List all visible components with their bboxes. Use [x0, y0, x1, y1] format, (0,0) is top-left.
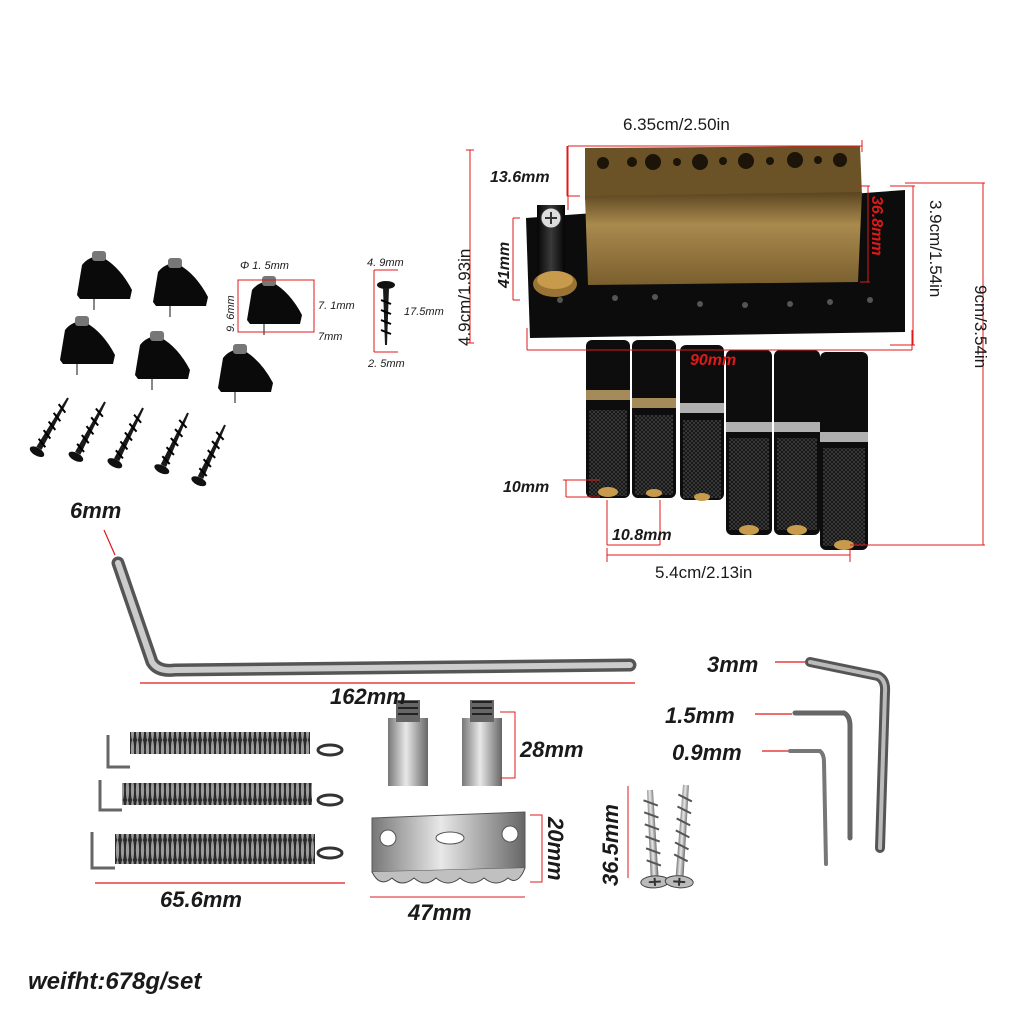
wood-screw-label: 36.5mm: [598, 804, 623, 886]
saddles: [586, 340, 868, 550]
cap-width-label: 7. 1mm: [318, 300, 355, 312]
right-outer-label: 9cm/3.54in: [971, 285, 990, 369]
weight-label: weifht:678g/set: [28, 968, 202, 995]
arm-diameter-label: 6mm: [70, 498, 122, 523]
stud-length-label: 28mm: [520, 737, 584, 762]
hex-3mm-label: 3mm: [707, 652, 759, 677]
hex-0-9mm-label: 0.9mm: [672, 740, 742, 765]
arm-dimension-lines: [103, 529, 635, 684]
hex-1-5mm-label: 1.5mm: [665, 703, 735, 728]
cap-height-label: 9. 6mm: [225, 295, 237, 332]
base-width-label: 90mm: [690, 352, 737, 369]
sustain-block: [585, 146, 862, 285]
hex-key-dimension-lines: [755, 661, 805, 752]
block-side-label: 36.8mm: [868, 196, 885, 256]
claw-dimension-lines: [370, 814, 543, 898]
bottom-width-label: 5.4cm/2.13in: [655, 563, 753, 582]
wood-screws: [640, 784, 694, 889]
spring-claw: [371, 811, 526, 884]
bridge-dimension-lines: [466, 140, 985, 562]
tremolo-bridge: [526, 146, 905, 550]
arm-length-label: 162mm: [330, 684, 406, 709]
claw-studs: [388, 700, 502, 786]
spring-length-label: 65.6mm: [160, 887, 242, 912]
saddle-width-1-label: 10mm: [503, 479, 550, 496]
claw-height-label: 20mm: [543, 817, 568, 881]
screw-length-label: 17.5mm: [404, 306, 444, 318]
cap-depth-label: 7mm: [318, 331, 343, 343]
stud-dimension-lines: [500, 711, 516, 779]
pivot-stud: [533, 205, 577, 297]
screw-head-label: 4. 9mm: [367, 257, 404, 269]
stud-height-label: 41mm: [496, 241, 513, 288]
tremolo-springs: [90, 732, 344, 870]
saddle-end-caps: [60, 251, 302, 403]
screw-shank-label: 2. 5mm: [368, 358, 405, 370]
tremolo-arm: [111, 556, 637, 677]
cap-diameter-label: Φ 1. 5mm: [240, 260, 289, 272]
claw-width-label: 47mm: [408, 900, 472, 925]
height-left-label: 4.9cm/1.93in: [455, 248, 474, 346]
small-black-screws: [29, 281, 395, 487]
block-top-label: 13.6mm: [490, 169, 550, 186]
top-width-label: 6.35cm/2.50in: [623, 115, 730, 134]
saddle-width-2-label: 10.8mm: [612, 527, 672, 544]
cap-dimension-lines: [237, 269, 398, 353]
hex-keys: [788, 657, 891, 866]
right-inner-label: 3.9cm/1.54in: [926, 200, 945, 298]
